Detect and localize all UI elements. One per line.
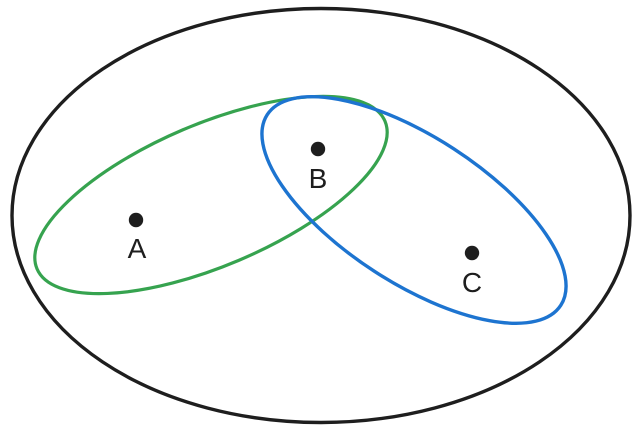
point-b-label: B [309, 163, 328, 194]
blue-set-boundary-ellipse [260, 95, 568, 325]
point-a-dot [128, 212, 144, 228]
point-b-dot [310, 141, 326, 157]
point-c-label: C [462, 267, 482, 298]
green-set-boundary-ellipse [33, 94, 389, 296]
universe-boundary-ellipse [10, 6, 632, 425]
point-c-dot [464, 245, 480, 261]
point-a-label: A [128, 233, 147, 264]
